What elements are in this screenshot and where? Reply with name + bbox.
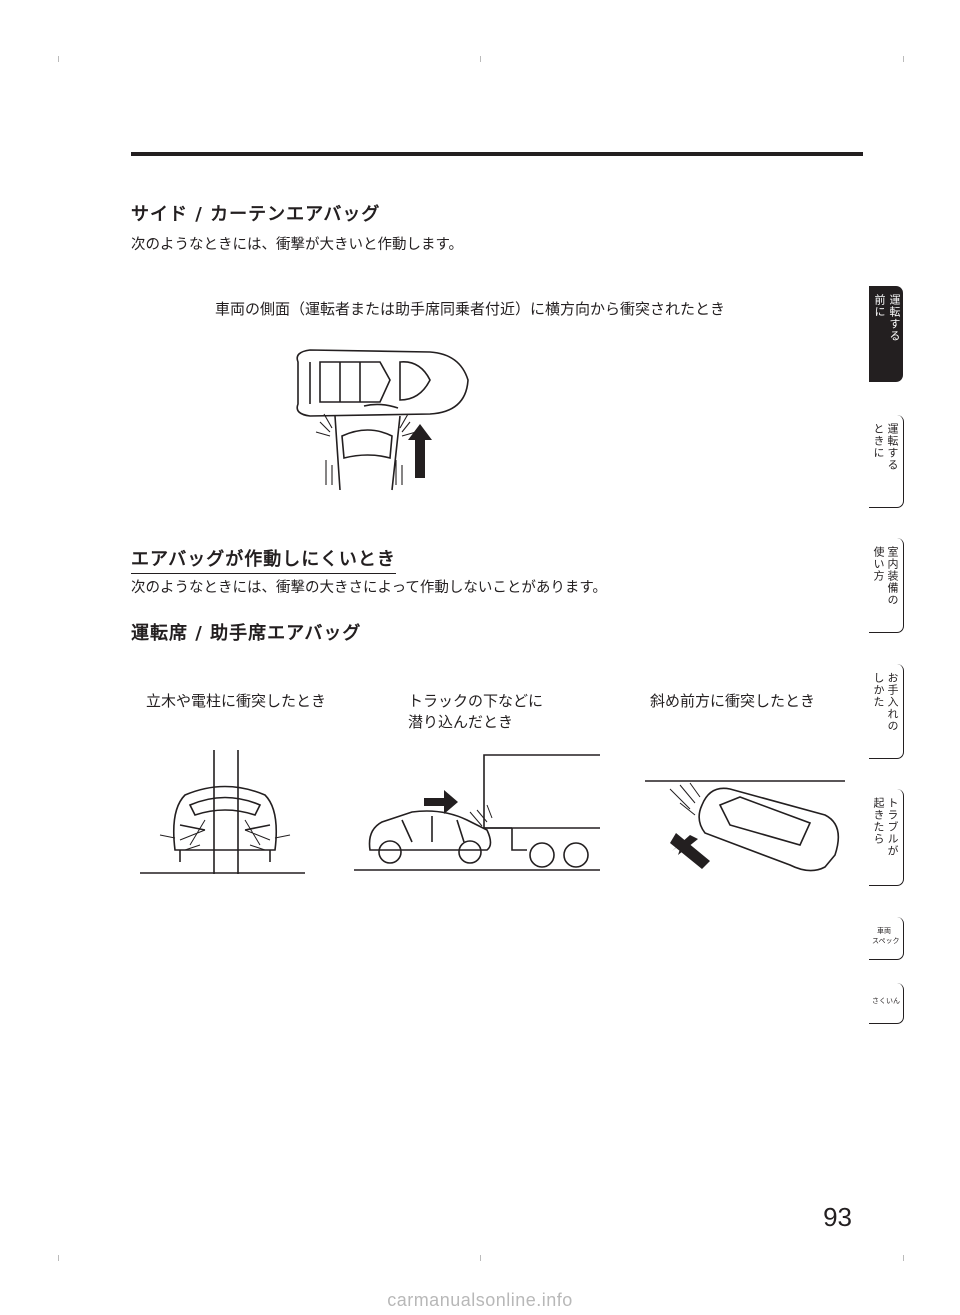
page-number: 93 — [823, 1202, 852, 1232]
section-heading-side-curtain-airbag: サイド / カーテンエアバッグ — [131, 204, 381, 225]
watermark: carmanualsonline.info — [387, 1290, 573, 1310]
tab-interior-equipment[interactable]: 室内装備の 使い方 — [869, 538, 904, 633]
tab-vehicle-specs[interactable]: 車両 スペック — [869, 917, 904, 960]
tab-before-driving[interactable]: 運転する 前に — [869, 286, 903, 382]
tab-while-driving[interactable]: 運転する ときに — [869, 415, 904, 508]
subheading-driver-passenger-airbag: 運転席 / 助手席エアバッグ — [131, 623, 362, 644]
caption-underride-line1: トラックの下などに — [408, 692, 544, 710]
caption-oblique-collision: 斜め前方に衝突したとき — [650, 692, 816, 710]
caption-pole-collision: 立木や電柱に衝突したとき — [146, 692, 327, 710]
tab-index[interactable]: さくいん — [869, 983, 904, 1024]
section-heading-airbag-not-deploy: エアバッグが作動しにくいとき — [131, 545, 396, 574]
tab-troubleshooting[interactable]: トラブルが 起きたら — [869, 789, 904, 886]
illustration-caption-side-collision: 車両の側面（運転者または助手席同乗者付近）に横方向から衝突されたとき — [215, 300, 726, 318]
pole-collision-illustration — [140, 750, 305, 874]
header-rule — [131, 152, 863, 156]
truck-underride-illustration — [354, 754, 600, 871]
section-intro-text: 次のようなときには、衝撃が大きいと作動します。 — [131, 237, 464, 253]
oblique-collision-illustration — [645, 780, 845, 872]
caption-underride-line2: 潜り込んだとき — [408, 713, 514, 731]
section-intro-text-2: 次のようなときには、衝撃の大きさによって作動しないことがあります。 — [131, 580, 607, 596]
tab-maintenance[interactable]: お手入れの しかた — [869, 664, 904, 759]
side-collision-illustration — [296, 349, 469, 491]
